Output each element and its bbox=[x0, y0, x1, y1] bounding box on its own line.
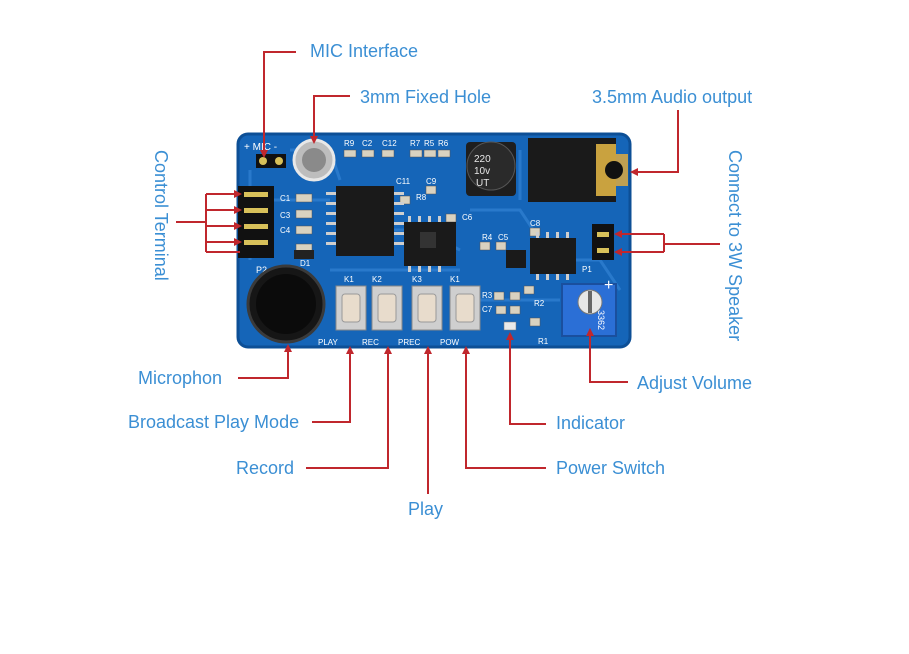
silk-c6: C6 bbox=[462, 213, 473, 222]
leader-lines bbox=[176, 51, 720, 494]
svg-text:3362: 3362 bbox=[596, 310, 606, 330]
silk-r7: R7 bbox=[410, 139, 421, 148]
label-audio-output: 3.5mm Audio output bbox=[592, 87, 753, 107]
label-microphone: Microphon bbox=[138, 368, 223, 388]
silk-r5: R5 bbox=[424, 139, 435, 148]
microphone-capsule bbox=[246, 264, 326, 344]
silk-p2: P2 bbox=[256, 265, 267, 275]
button-pow bbox=[449, 285, 481, 331]
label-power-switch: Power Switch bbox=[556, 458, 666, 478]
silk-prec: PREC bbox=[398, 338, 420, 347]
silk-r1: R1 bbox=[538, 337, 549, 346]
silk-k2: K2 bbox=[372, 275, 382, 284]
label-control-terminal: Control Terminal bbox=[151, 150, 171, 281]
silk-r2: R2 bbox=[534, 299, 545, 308]
svg-text:UT: UT bbox=[476, 178, 489, 189]
silk-c3: C3 bbox=[280, 211, 291, 220]
button-play bbox=[335, 285, 367, 331]
silk-k1a: K1 bbox=[344, 275, 354, 284]
fixed-hole bbox=[292, 138, 336, 182]
silk-c7: C7 bbox=[482, 305, 493, 314]
silk-r9: R9 bbox=[344, 139, 355, 148]
silk-c2: C2 bbox=[362, 139, 373, 148]
control-terminal-header bbox=[238, 186, 274, 258]
silk-r6: R6 bbox=[438, 139, 449, 148]
silk-mic: + MIC - bbox=[244, 142, 277, 153]
button-rec bbox=[371, 285, 403, 331]
silk-c12: C12 bbox=[382, 139, 397, 148]
silk-c4: C4 bbox=[280, 226, 291, 235]
label-indicator: Indicator bbox=[556, 413, 626, 433]
volume-potentiometer: 3362 bbox=[561, 283, 617, 337]
silk-k3: K3 bbox=[412, 275, 422, 284]
second-ic bbox=[404, 216, 456, 272]
silk-pot-plus: + bbox=[604, 277, 613, 294]
silk-play: PLAY bbox=[318, 338, 339, 347]
svg-text:10v: 10v bbox=[474, 166, 490, 177]
silk-r3: R3 bbox=[482, 291, 493, 300]
silk-k1b: K1 bbox=[450, 275, 460, 284]
audio-jack bbox=[528, 138, 628, 202]
indicator-led bbox=[503, 321, 517, 331]
electrolytic-capacitor: 220 10v UT bbox=[466, 141, 516, 196]
silk-c8: C8 bbox=[530, 219, 541, 228]
label-adjust-volume: Adjust Volume bbox=[637, 373, 753, 393]
silk-c11: C11 bbox=[396, 177, 411, 186]
label-broadcast: Broadcast Play Mode bbox=[128, 412, 300, 432]
amp-ic bbox=[530, 232, 576, 280]
smd-parts bbox=[295, 149, 541, 327]
speaker-header bbox=[592, 224, 614, 260]
label-record: Record bbox=[236, 458, 295, 478]
silk-d1: D1 bbox=[300, 259, 311, 268]
label-mic-interface: MIC Interface bbox=[310, 41, 419, 61]
button-prec bbox=[411, 285, 443, 331]
silk-c9: C9 bbox=[426, 177, 437, 186]
diode-d1 bbox=[294, 250, 314, 259]
silk-c1: C1 bbox=[280, 194, 291, 203]
mic-interface-pins bbox=[256, 154, 286, 168]
silk-p1: P1 bbox=[582, 265, 592, 274]
transistor bbox=[506, 250, 526, 268]
silk-pow: POW bbox=[440, 338, 460, 347]
label-fixed-hole: 3mm Fixed Hole bbox=[360, 87, 492, 107]
silk-r4: R4 bbox=[482, 233, 493, 242]
silk-c5: C5 bbox=[498, 233, 509, 242]
svg-text:220: 220 bbox=[474, 154, 491, 165]
label-play: Play bbox=[408, 499, 444, 519]
silk-rec: REC bbox=[362, 338, 379, 347]
main-ic bbox=[326, 186, 404, 256]
silk-r8: R8 bbox=[416, 193, 427, 202]
label-speaker: Connect to 3W Speaker bbox=[725, 150, 745, 342]
